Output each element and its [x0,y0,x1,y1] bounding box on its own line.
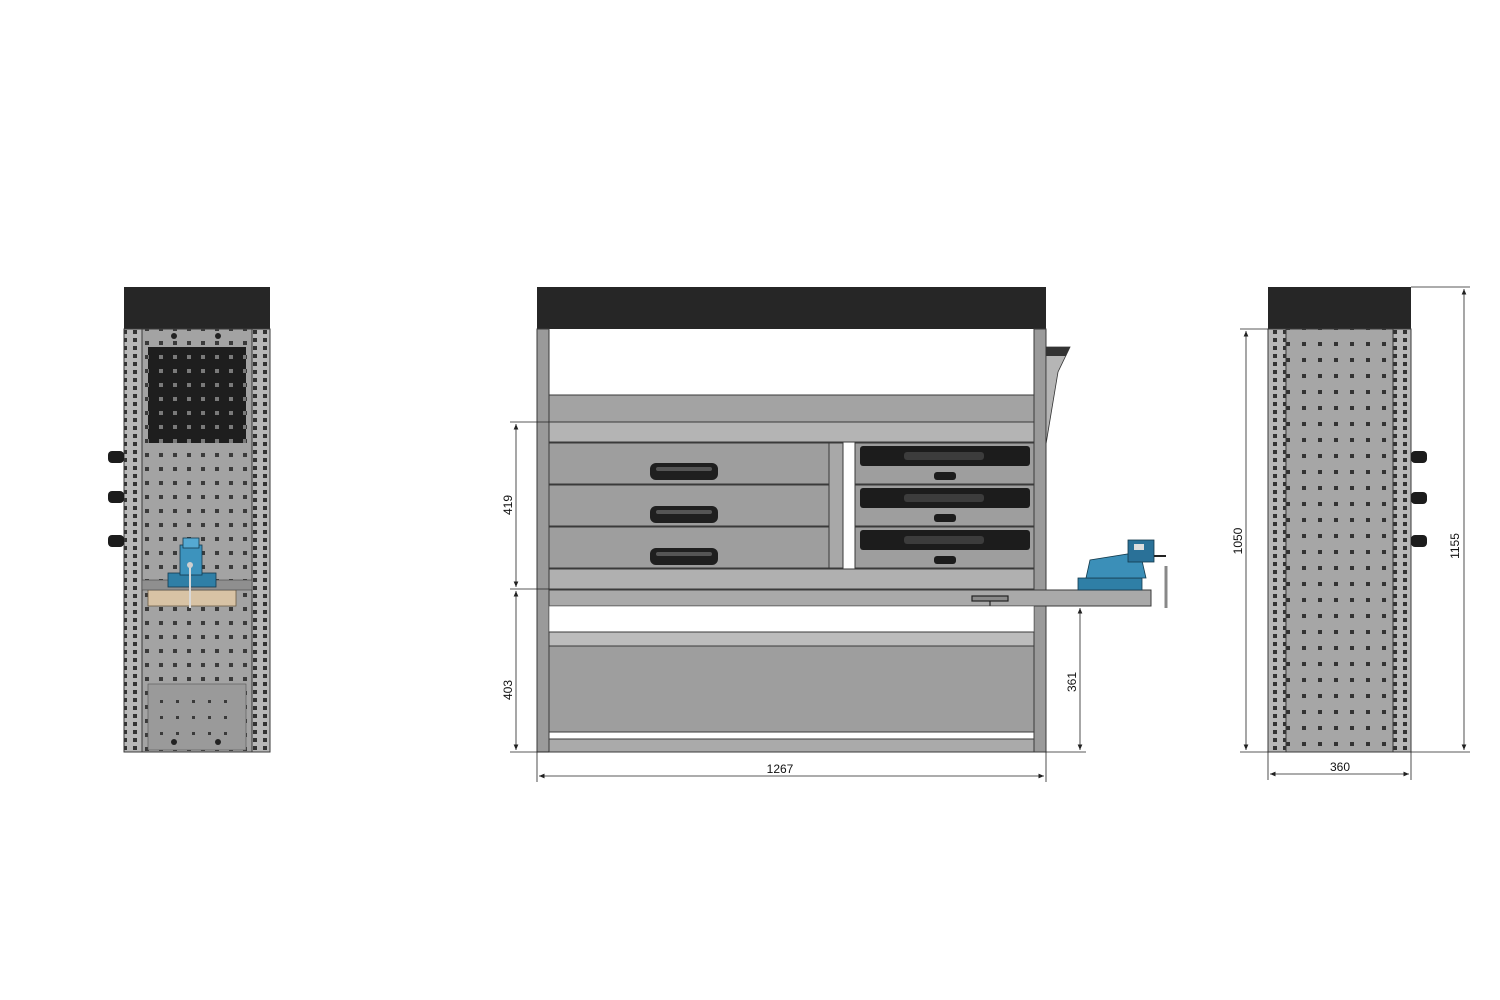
lower-bin [548,631,1035,647]
side-view-right [1267,287,1427,753]
right-knobs [1411,451,1427,547]
front-top-bar [537,287,1046,329]
front-vise [1077,539,1168,608]
left-drawers [548,442,830,569]
wood-worktop [147,589,237,607]
front-view [536,287,1168,753]
right-post [251,328,271,753]
side-view-left [108,287,271,753]
dim-403: 403 [501,680,515,700]
dimensions: 419 403 361 1267 1050 1155 360 [501,286,1470,782]
dim-1050: 1050 [1231,527,1245,554]
worktop [548,568,1035,590]
left-post [123,328,143,753]
dark-pegboard [148,347,246,443]
side-flap [1045,346,1071,445]
front-left-post [536,328,550,753]
dim-419: 419 [501,495,515,515]
right-back-panel [1285,328,1394,753]
dim-1267: 1267 [767,762,794,776]
right-top-cap [1268,287,1411,329]
lower-panel [147,683,247,751]
side-knobs [108,451,124,547]
right-right-post [1392,328,1412,753]
base-rail [548,738,1035,753]
dim-360: 360 [1330,760,1350,774]
upper-shelf [548,394,1035,423]
organizer-cases [854,442,1035,569]
lower-panel-holes [160,700,227,735]
dim-1155: 1155 [1448,533,1462,559]
bench-vise-icon [167,537,217,608]
right-left-post [1267,328,1287,753]
pull-out-worktop [548,589,1152,607]
front-right-post [1033,328,1047,753]
top-cap [124,287,270,329]
dim-361: 361 [1065,672,1079,692]
